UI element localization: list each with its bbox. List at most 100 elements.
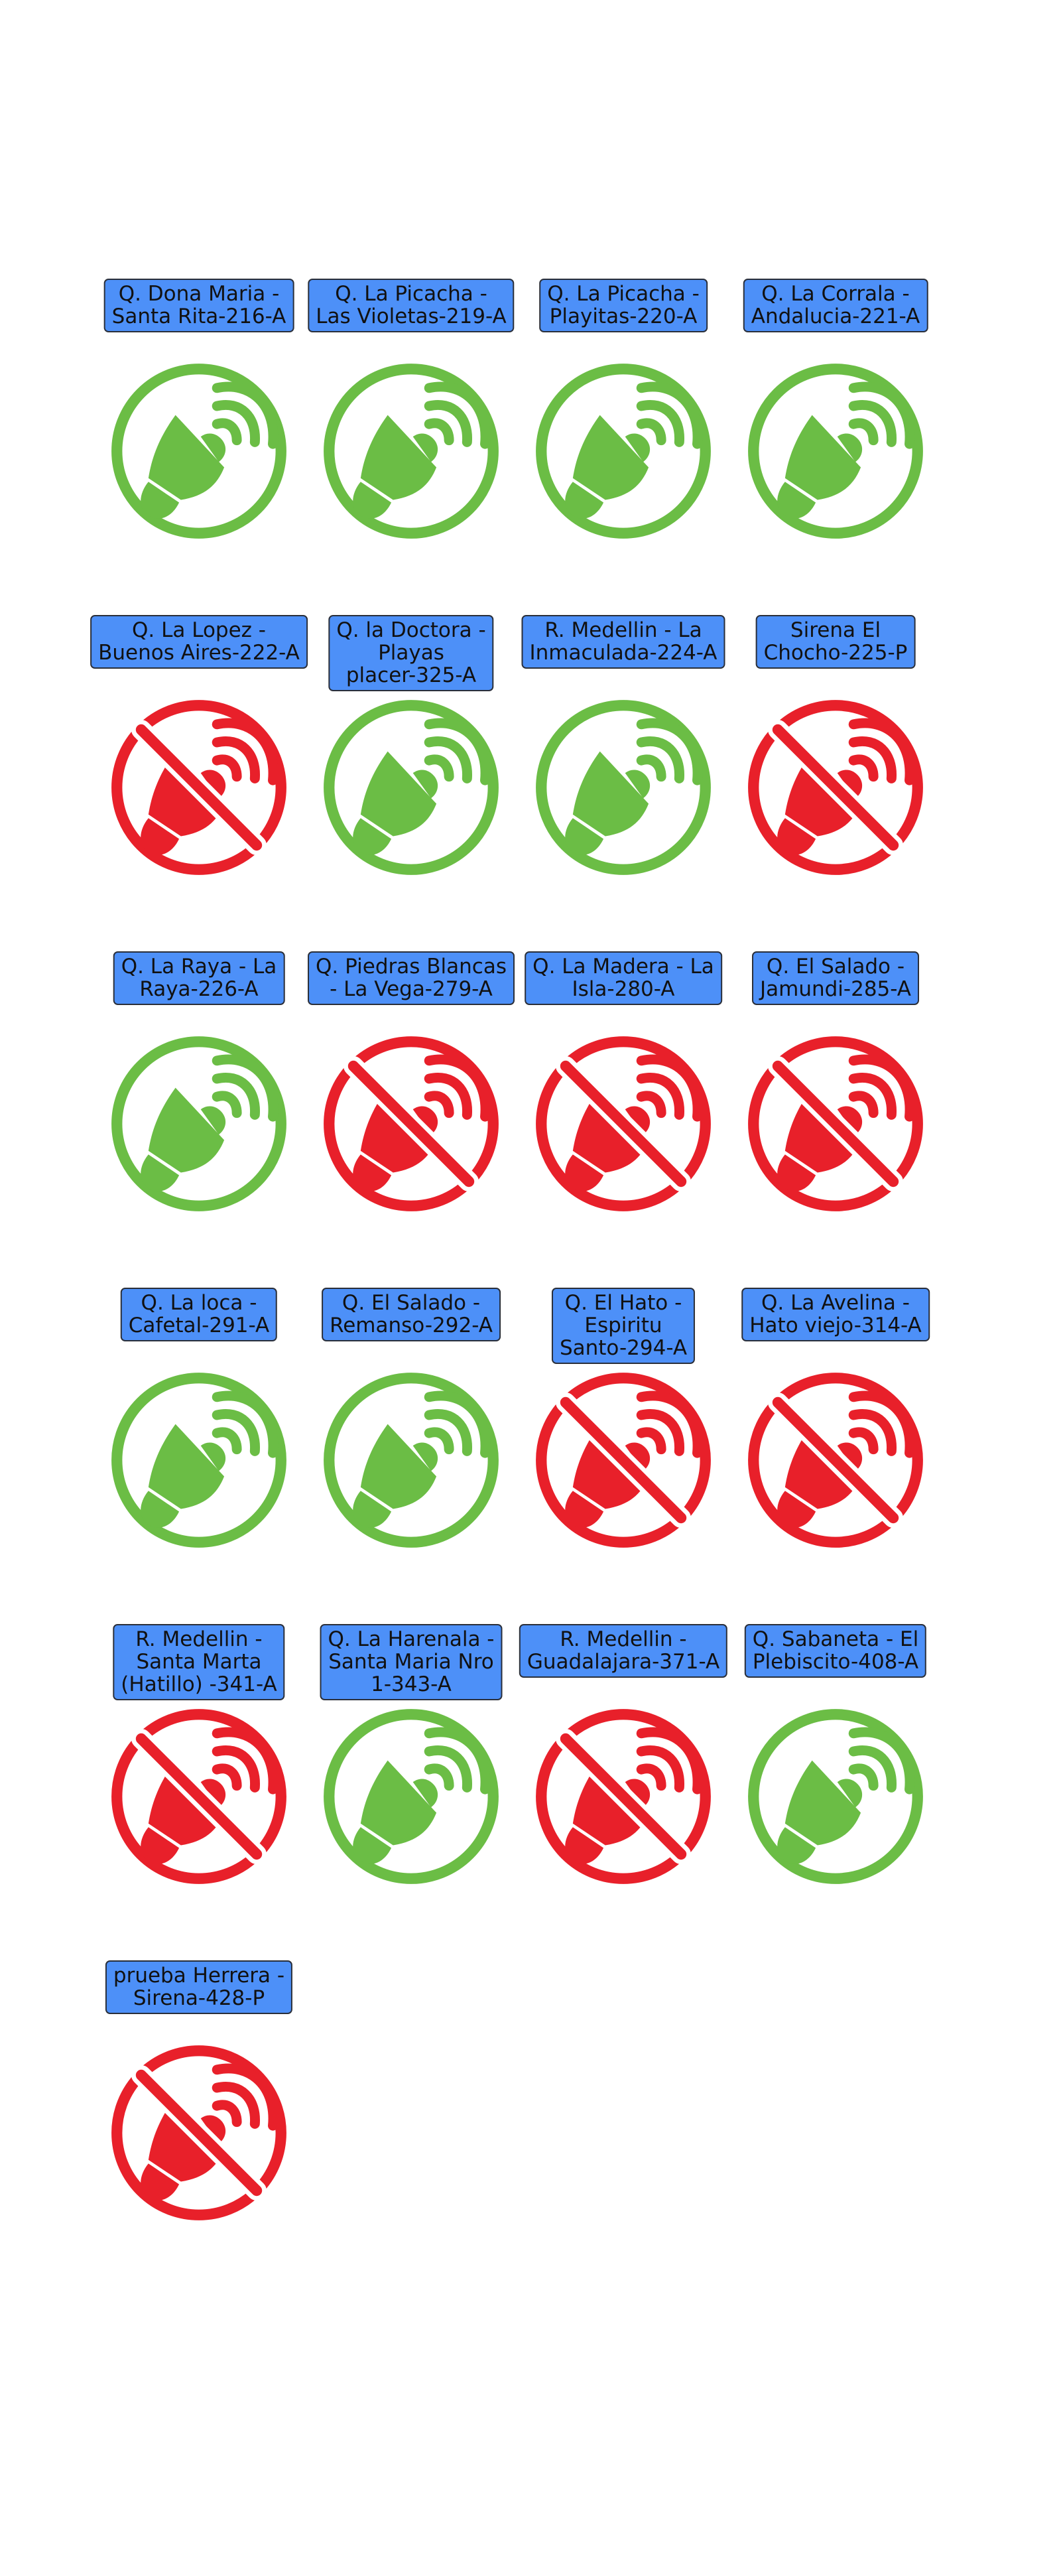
siren-label-line: Sirena-428-P (133, 1986, 265, 2010)
siren-label-line: Las Violetas-219-A (316, 305, 507, 328)
siren-label: prueba Herrera -Sirena-428-P (105, 1960, 293, 2014)
siren-label-line: Q. La Lopez - (132, 618, 266, 642)
siren-card: Q. La loca -Cafetal-291-A (99, 1288, 298, 1580)
siren-label-line: Q. Piedras Blancas (316, 955, 507, 979)
siren-card: Q. La Avelina -Hato viejo-314-A (736, 1288, 935, 1580)
siren-label-line: R. Medellin - (135, 1627, 263, 1651)
siren-active-icon[interactable] (109, 1370, 289, 1550)
siren-label-line: Cafetal-291-A (128, 1314, 270, 1337)
siren-label-line: Playitas-220-A (549, 305, 698, 328)
siren-active-icon[interactable] (533, 361, 714, 541)
siren-label: R. Medellin -Santa Marta(Hatillo) -341-A (113, 1624, 285, 1700)
siren-disabled-icon[interactable] (533, 1034, 714, 1214)
siren-label-line: Q. la Doctora - (336, 618, 486, 642)
siren-active-icon[interactable] (533, 697, 714, 878)
siren-active-icon[interactable] (321, 361, 501, 541)
siren-label: Q. La Corrala -Andalucia-221-A (743, 279, 928, 332)
siren-disabled-icon[interactable] (533, 1706, 714, 1887)
siren-label-line: Q. La Madera - La (532, 955, 714, 979)
siren-card: Q. El Salado -Remanso-292-A (312, 1288, 511, 1580)
siren-disabled-icon[interactable] (533, 1370, 714, 1550)
siren-label-line: Q. Sabaneta - El (752, 1627, 919, 1651)
siren-label-line: Plebiscito-408-A (752, 1650, 919, 1674)
siren-card: Q. La Lopez -Buenos Aires-222-A (90, 615, 308, 907)
siren-label-line: Chocho-225-P (763, 641, 908, 665)
siren-label-line: R. Medellin - La (544, 618, 702, 642)
siren-label-line: Q. La Avelina - (761, 1291, 910, 1315)
siren-label-line: Q. La loca - (141, 1291, 257, 1315)
siren-card: Q. La Picacha -Las Violetas-219-A (308, 279, 515, 571)
siren-label-line: Santa Marta (136, 1650, 262, 1674)
siren-label: Q. La Lopez -Buenos Aires-222-A (90, 615, 308, 669)
siren-card: Q. Piedras Blancas- La Vega-279-A (308, 951, 515, 1243)
siren-label-line: Q. Dona Maria - (118, 282, 280, 306)
siren-label: Q. La Picacha -Las Violetas-219-A (308, 279, 515, 332)
siren-label-line: (Hatillo) -341-A (121, 1672, 277, 1696)
siren-disabled-icon[interactable] (321, 1034, 501, 1214)
siren-label: R. Medellin -Guadalajara-371-A (519, 1624, 728, 1678)
siren-label-line: Q. El Salado - (766, 955, 905, 979)
siren-label: Q. Piedras Blancas- La Vega-279-A (308, 951, 515, 1005)
siren-active-icon[interactable] (321, 1706, 501, 1887)
siren-label-line: R. Medellin - (560, 1627, 687, 1651)
siren-label-line: placer-325-A (345, 663, 477, 687)
siren-label-line: Hato viejo-314-A (749, 1314, 922, 1337)
siren-disabled-icon[interactable] (745, 1034, 926, 1214)
siren-label: Q. El Salado -Remanso-292-A (322, 1288, 501, 1341)
siren-card: Q. El Salado -Jamundi-285-A (736, 951, 935, 1243)
siren-label-line: Q. La Raya - La (121, 955, 277, 979)
siren-active-icon[interactable] (745, 361, 926, 541)
siren-card: R. Medellin -Guadalajara-371-A (519, 1624, 728, 1916)
siren-active-icon[interactable] (109, 1034, 289, 1214)
siren-active-icon[interactable] (109, 361, 289, 541)
siren-disabled-icon[interactable] (745, 1370, 926, 1550)
siren-disabled-icon[interactable] (109, 2043, 289, 2223)
siren-label-line: 1-343-A (371, 1672, 452, 1696)
siren-active-icon[interactable] (321, 1370, 501, 1550)
siren-card: Q. Dona Maria -Santa Rita-216-A (99, 279, 298, 571)
siren-disabled-icon[interactable] (109, 697, 289, 878)
siren-label-line: Inmaculada-224-A (529, 641, 718, 665)
siren-label-line: Buenos Aires-222-A (98, 641, 300, 665)
siren-label-line: Isla-280-A (572, 977, 675, 1001)
siren-card: Q. La Picacha -Playitas-220-A (524, 279, 723, 571)
siren-label-line: Santo-294-A (559, 1336, 688, 1360)
siren-card: Q. La Corrala -Andalucia-221-A (736, 279, 935, 571)
siren-label-line: Q. El Salado - (342, 1291, 481, 1315)
siren-label-line: Q. La Harenala - (328, 1627, 495, 1651)
siren-label: Q. La loca -Cafetal-291-A (120, 1288, 278, 1341)
siren-label-line: prueba Herrera - (113, 1964, 285, 1988)
siren-label: Q. La Avelina -Hato viejo-314-A (741, 1288, 930, 1341)
siren-label: Q. El Salado -Jamundi-285-A (752, 951, 919, 1005)
siren-active-icon[interactable] (321, 697, 501, 878)
siren-label-line: Q. La Corrala - (761, 282, 910, 306)
siren-active-icon[interactable] (745, 1706, 926, 1887)
siren-label-line: Sirena El (790, 618, 881, 642)
siren-label: Q. Dona Maria -Santa Rita-216-A (103, 279, 294, 332)
siren-label-line: Jamundi-285-A (760, 977, 911, 1001)
siren-card: R. Medellin -Santa Marta(Hatillo) -341-A (99, 1624, 298, 1916)
siren-label-line: Playas (378, 641, 444, 665)
siren-label-line: Q. La Picacha - (547, 282, 700, 306)
siren-disabled-icon[interactable] (109, 1706, 289, 1887)
siren-label-line: - La Vega-279-A (330, 977, 493, 1001)
siren-label-line: Remanso-292-A (330, 1314, 493, 1337)
siren-label-line: Raya-226-A (139, 977, 259, 1001)
siren-disabled-icon[interactable] (745, 697, 926, 878)
siren-label-line: Q. El Hato - (564, 1291, 682, 1315)
